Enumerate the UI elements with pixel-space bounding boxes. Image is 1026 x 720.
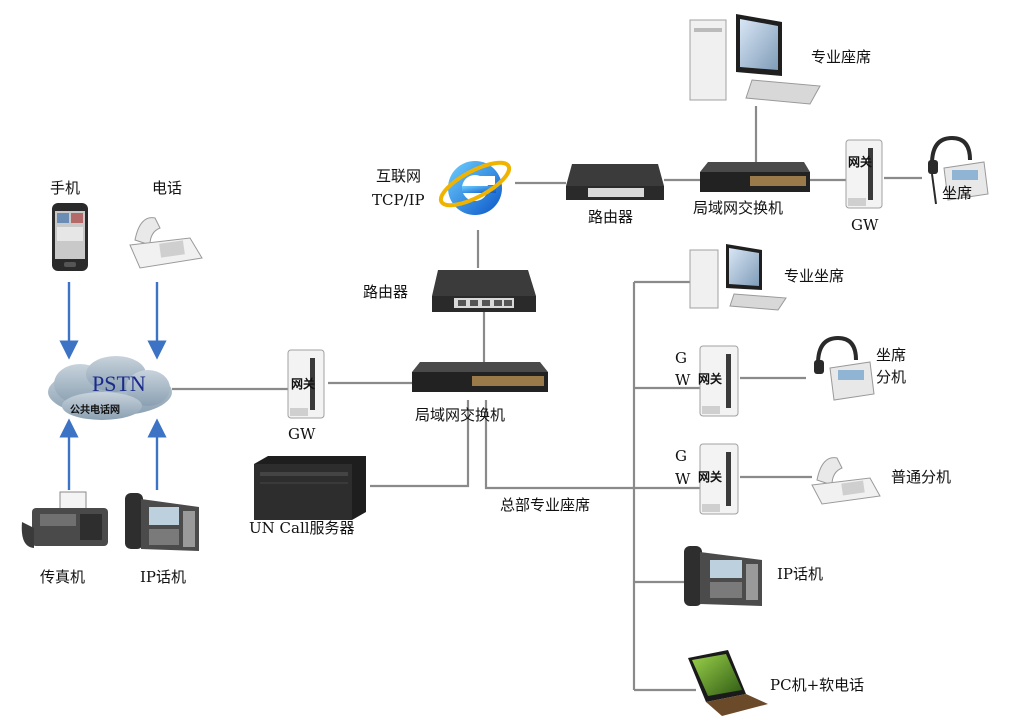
phone-label: 电话	[152, 179, 182, 197]
gw-right2-g: G	[675, 447, 687, 465]
fax-label: 传真机	[40, 568, 85, 586]
pstn-title: PSTN	[92, 371, 146, 396]
ip-phone-icon	[684, 546, 762, 606]
ip-phone-left-label: IP话机	[140, 568, 186, 586]
internet-label-line1: 互联网	[376, 167, 421, 185]
gw-right2-w: W	[675, 470, 691, 488]
seat-ext-label-line2: 分机	[876, 368, 906, 386]
internet-explorer-icon	[438, 160, 512, 215]
seat-top-headset-label: 坐席	[942, 184, 972, 202]
gateway-icon	[287, 349, 325, 419]
un-call-server-label: UN Call服务器	[249, 519, 355, 537]
desk-phone-icon	[129, 217, 203, 269]
line-switch-server	[370, 400, 470, 488]
pstn-subtitle: 公共电话网	[70, 403, 120, 416]
gateway-icon	[699, 443, 739, 515]
lan-switch-top-label: 局域网交换机	[693, 199, 783, 217]
fax-machine-icon	[21, 491, 108, 548]
gw-right1-w: W	[675, 371, 691, 389]
headset-phone-icon	[814, 335, 875, 401]
gw-top-label: GW	[851, 216, 879, 234]
gw-left-text: 网关	[291, 376, 315, 391]
gw-top-text: 网关	[848, 154, 872, 169]
pro-seat-top-label: 专业座席	[811, 48, 871, 66]
hq-seats-label: 总部专业座席	[500, 496, 590, 514]
cloud-icon	[48, 356, 172, 420]
gw-right1-g: G	[675, 349, 687, 367]
desk-phone-icon	[811, 457, 881, 505]
gw-left-label: GW	[288, 425, 316, 443]
lan-switch-center-label: 局域网交换机	[415, 406, 505, 424]
gw-right1-text: 网关	[698, 371, 722, 386]
laptop-icon	[688, 650, 768, 716]
pc-softphone-label: PC机+软电话	[770, 676, 864, 694]
internet-label-line2: TCP/IP	[372, 191, 425, 209]
server-icon	[254, 456, 366, 520]
router-icon	[432, 270, 536, 312]
mobile-phone-icon	[52, 203, 88, 271]
router-top-label: 路由器	[588, 208, 633, 226]
router-center-label: 路由器	[363, 283, 408, 301]
pstn-arrows	[59, 282, 167, 490]
desktop-computer-icon	[689, 14, 821, 105]
connection-lines	[172, 106, 922, 692]
mobile-label: 手机	[50, 179, 80, 197]
network-switch-icon	[700, 162, 810, 192]
gw-right2-text: 网关	[698, 469, 722, 484]
gateway-icon	[699, 345, 739, 417]
gateway-icon	[845, 139, 883, 209]
desktop-computer-icon	[689, 244, 787, 311]
router-icon	[566, 164, 664, 200]
normal-ext-label: 普通分机	[891, 468, 951, 486]
network-switch-icon	[412, 362, 548, 392]
ip-phone-icon	[125, 493, 199, 551]
headset-phone-icon	[928, 135, 989, 205]
seat-ext-label-line1: 坐席	[876, 346, 906, 364]
ip-phone-right-label: IP话机	[777, 565, 823, 583]
pro-seat-right-label: 专业坐席	[784, 267, 844, 285]
line-switch-hq	[484, 400, 636, 490]
